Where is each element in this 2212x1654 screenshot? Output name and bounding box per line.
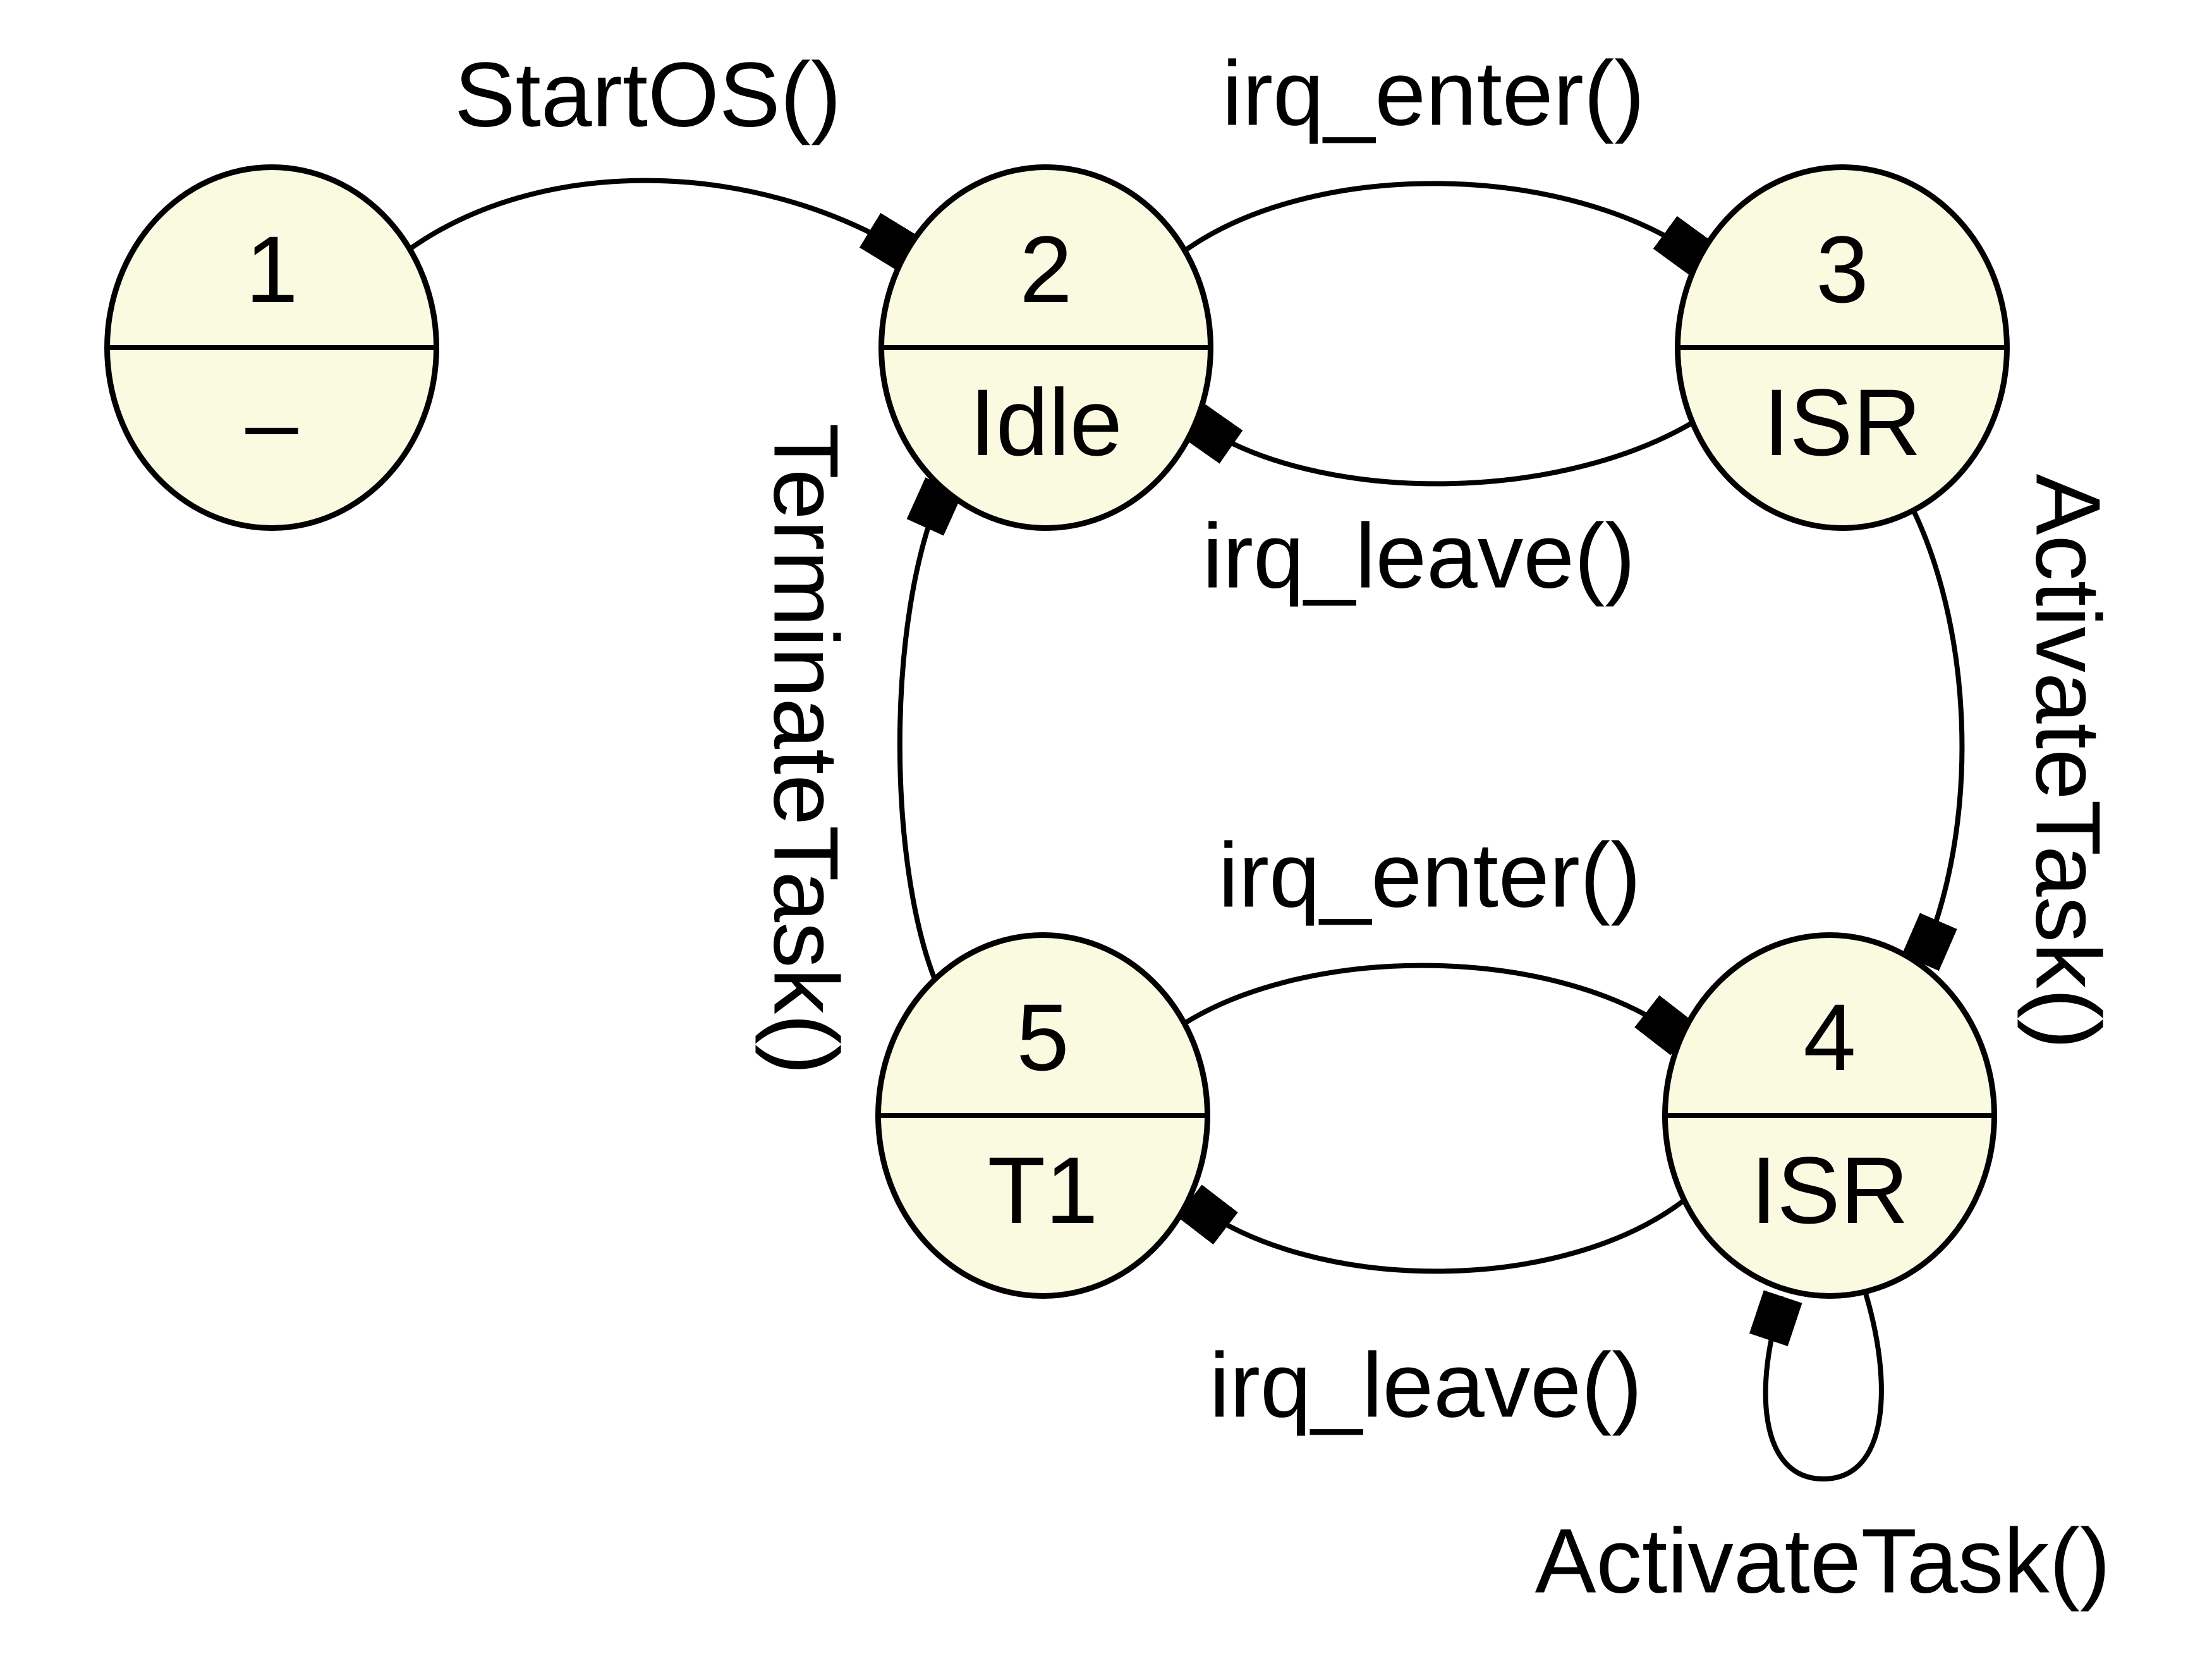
transition-label-activatetask-selfloop: ActivateTask() — [1534, 1509, 2111, 1612]
transition-path-irq-enter-bottom — [1176, 963, 1681, 1038]
transition-label-irq-leave-top: irq_leave() — [1202, 504, 1636, 607]
state-divider — [881, 1113, 1205, 1118]
transition-path-irq-leave-bottom — [1191, 1198, 1690, 1274]
transition-path-activatetask-right — [1897, 481, 1965, 961]
state-number: 4 — [1803, 984, 1856, 1091]
state-number: 1 — [245, 216, 298, 323]
transition-label-irq-leave-bottom: irq_leave() — [1209, 1334, 1643, 1437]
state-node-5-t1: 5 T1 — [875, 932, 1210, 1299]
state-divider — [884, 345, 1208, 350]
transition-path-startos — [402, 178, 907, 253]
transition-path-activatetask-selfloop — [1766, 1287, 1884, 1482]
transition-label-activatetask-right: ActivateTask() — [2017, 473, 2120, 1050]
state-node-4-isr: 4 ISR — [1662, 932, 1997, 1299]
state-label: ISR — [1763, 369, 1922, 475]
transition-label-terminatetask: TerminateTask() — [755, 423, 858, 1075]
state-number: 5 — [1016, 984, 1069, 1091]
transition-path-irq-leave-top — [1196, 414, 1709, 487]
transition-path-terminatetask — [897, 488, 943, 998]
state-label: ISR — [1750, 1137, 1909, 1243]
state-number: 2 — [1019, 216, 1073, 323]
transition-label-irq-enter-top: irq_enter() — [1222, 42, 1645, 145]
state-node-2-idle: 2 Idle — [878, 164, 1213, 531]
state-divider — [110, 345, 434, 350]
state-divider — [1668, 1113, 1991, 1118]
state-node-1: 1 – — [104, 164, 439, 531]
transition-label-irq-enter-bottom: irq_enter() — [1218, 824, 1641, 927]
transition-label-startos: StartOS() — [454, 43, 842, 146]
state-number: 3 — [1816, 216, 1869, 323]
state-node-3-isr: 3 ISR — [1675, 164, 2010, 531]
state-divider — [1680, 345, 2004, 350]
state-label: T1 — [987, 1137, 1098, 1243]
state-label: Idle — [969, 369, 1122, 475]
state-label: – — [245, 369, 298, 475]
transition-path-irq-enter-top — [1179, 181, 1700, 258]
